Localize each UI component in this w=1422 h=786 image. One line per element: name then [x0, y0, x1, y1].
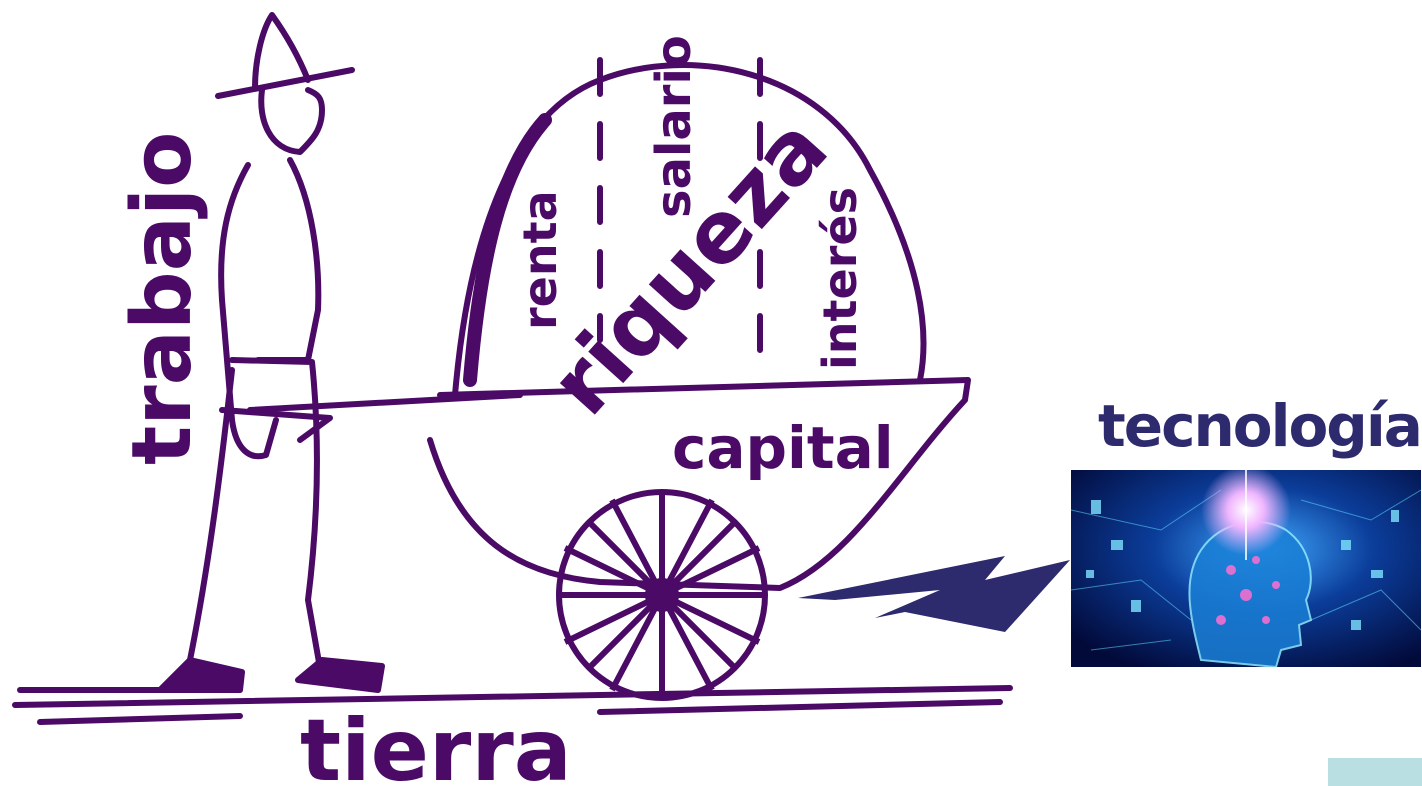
label-trabajo: trabajo [115, 132, 210, 465]
label-renta: renta [513, 190, 567, 330]
wheelbarrow-handle [250, 395, 520, 410]
label-tecnologia: tecnología [1098, 392, 1421, 460]
label-interes: interés [813, 187, 867, 370]
hat-icon [218, 15, 352, 96]
corner-box [1328, 758, 1422, 786]
lightning-arrow [798, 556, 1070, 632]
label-salario: salario [646, 35, 702, 218]
wheel [559, 492, 765, 698]
label-tierra: tierra [300, 701, 572, 786]
ai-head-circuit-image [1071, 470, 1421, 667]
label-capital: capital [672, 414, 894, 482]
